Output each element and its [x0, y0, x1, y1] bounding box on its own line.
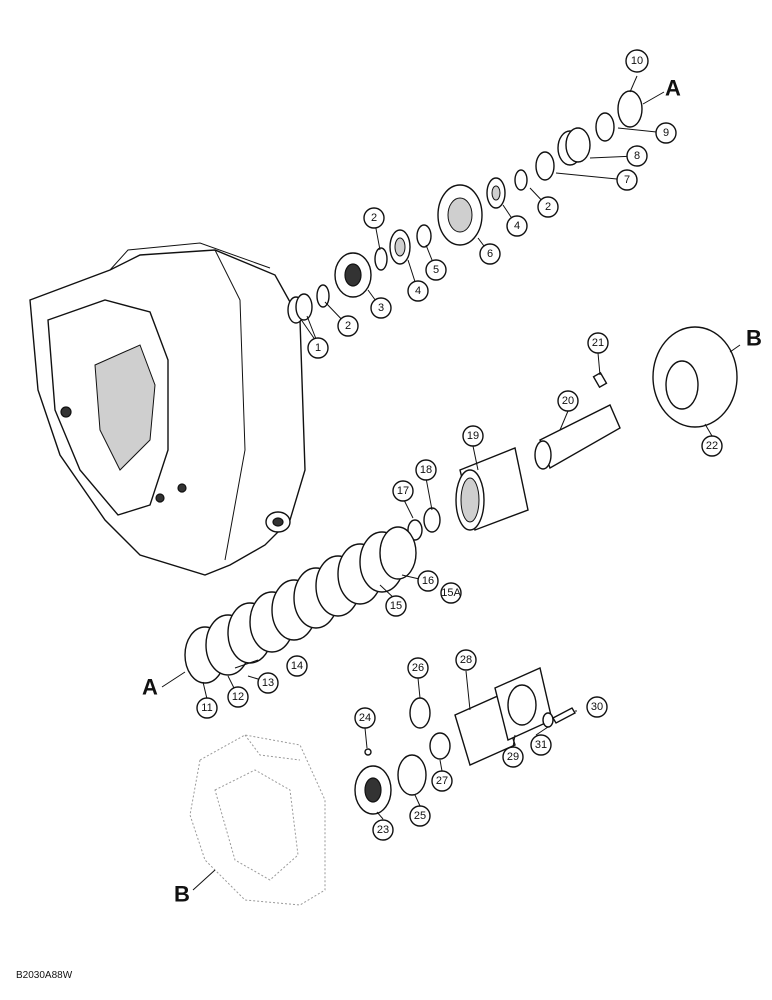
callout-27: 27	[431, 770, 453, 792]
callout-26: 26	[407, 657, 429, 679]
callout-29: 29	[502, 746, 524, 768]
callout-14: 14	[286, 655, 308, 677]
callout-4a-label: 4	[415, 285, 421, 297]
callout-28: 28	[455, 649, 477, 671]
callout-1-label: 1	[315, 342, 321, 354]
callout-18-label: 18	[420, 464, 432, 476]
callout-13: 13	[257, 672, 279, 694]
callout-2b: 2	[363, 207, 385, 229]
callout-16-label: 16	[422, 575, 434, 587]
callout-9-label: 9	[663, 127, 669, 139]
callout-4b-label: 4	[514, 220, 520, 232]
callout-30: 30	[586, 696, 608, 718]
callout-6: 6	[479, 243, 501, 265]
callout-18: 18	[415, 459, 437, 481]
callout-6-label: 6	[487, 248, 493, 260]
upper-shaft-parts	[287, 90, 643, 324]
callout-22-label: 22	[706, 440, 718, 452]
callout-2c: 2	[537, 196, 559, 218]
callout-20-label: 20	[562, 395, 574, 407]
callout-5-label: 5	[433, 264, 439, 276]
callout-15-label: 15	[390, 600, 402, 612]
transmission-housing	[29, 242, 306, 576]
ref-letter-a-left: A	[142, 675, 158, 700]
lower-cover-parts	[354, 667, 576, 815]
callout-12: 12	[227, 686, 249, 708]
callout-30-label: 30	[591, 701, 603, 713]
callout-24-label: 24	[359, 712, 371, 724]
callout-2b-label: 2	[371, 212, 377, 224]
callout-10: 10	[625, 49, 649, 73]
callout-15: 15	[385, 595, 407, 617]
callout-4b: 4	[506, 215, 528, 237]
callout-17: 17	[392, 480, 414, 502]
callout-21: 21	[587, 332, 609, 354]
callout-22: 22	[701, 435, 723, 457]
callout-1: 1	[307, 337, 329, 359]
callout-23-label: 23	[377, 824, 389, 836]
callout-4a: 4	[407, 280, 429, 302]
callout-2a: 2	[337, 315, 359, 337]
callout-23: 23	[372, 819, 394, 841]
callout-13-label: 13	[262, 677, 274, 689]
callout-24: 24	[354, 707, 376, 729]
callout-7-label: 7	[624, 174, 630, 186]
callout-7: 7	[616, 169, 638, 191]
callout-10-label: 10	[631, 55, 643, 67]
callout-12-label: 12	[232, 691, 244, 703]
callouts: 1 2 3 2 4 5 6 4 2 7 8 9 10 21 20 22 19 1…	[196, 49, 723, 841]
callout-9: 9	[655, 122, 677, 144]
clutch-pack	[184, 526, 417, 684]
callout-19: 19	[462, 425, 484, 447]
ref-letter-b-bottom: B	[174, 882, 190, 907]
callout-8: 8	[626, 145, 648, 167]
callout-5: 5	[425, 259, 447, 281]
callout-27-label: 27	[436, 775, 448, 787]
callout-26-label: 26	[412, 662, 424, 674]
callout-31-label: 31	[535, 739, 547, 751]
callout-2c-label: 2	[545, 201, 551, 213]
callout-20: 20	[557, 390, 579, 412]
shaft-and-gear-group	[407, 326, 738, 541]
callout-21-label: 21	[592, 337, 604, 349]
ref-letter-a-top: A	[665, 76, 681, 101]
callout-25-label: 25	[414, 810, 426, 822]
callout-17-label: 17	[397, 485, 409, 497]
callout-3: 3	[370, 297, 392, 319]
callout-28-label: 28	[460, 654, 472, 666]
callout-11-label: 11	[201, 702, 212, 714]
callout-11: 11	[196, 697, 218, 719]
callout-3-label: 3	[378, 302, 384, 314]
callout-14-label: 14	[291, 660, 303, 672]
callout-2a-label: 2	[345, 320, 351, 332]
housing-reference-outline	[189, 734, 326, 906]
callout-25: 25	[409, 805, 431, 827]
leader-lines	[161, 75, 741, 891]
callout-29-label: 29	[507, 751, 519, 763]
drawing-code: B2030A88W	[16, 970, 73, 981]
callout-15a-label: 15A	[441, 587, 461, 599]
callout-31: 31	[530, 734, 552, 756]
ref-letter-b-right: B	[746, 326, 762, 351]
callout-16: 16	[417, 570, 439, 592]
callout-8-label: 8	[634, 150, 640, 162]
callout-19-label: 19	[467, 430, 479, 442]
callout-15a: 15A	[440, 582, 462, 604]
